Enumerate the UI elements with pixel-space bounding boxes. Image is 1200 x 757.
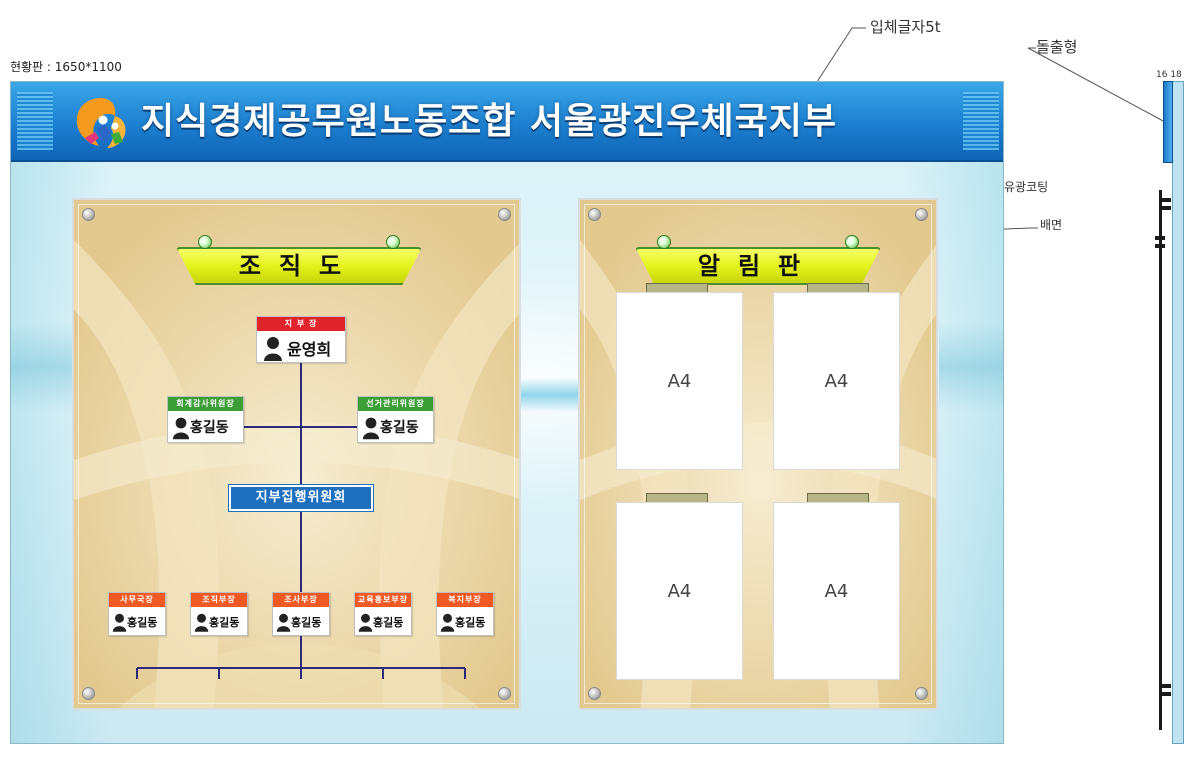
- a4-sheet: A4: [773, 292, 900, 470]
- card-name: 홍길동: [291, 616, 322, 629]
- header-bar: 지식경제공무원노동조합 서울광진우체국지부: [11, 82, 1003, 162]
- title-ball-icon: [845, 235, 859, 249]
- org-card-department: 조사부장 홍길동: [272, 592, 330, 636]
- person-silhouette-icon: [440, 613, 455, 632]
- side-profile-clamp: [1161, 198, 1171, 202]
- a4-sheet: A4: [616, 292, 743, 470]
- side-profile-clamp: [1161, 684, 1171, 688]
- card-role: 회계감사위원장: [168, 397, 243, 411]
- org-card-deputy: 선거관리위원장 홍길동: [357, 396, 434, 443]
- uv-coating-annotation: 유광코팅: [1004, 180, 1049, 194]
- side-profile-rod: [1159, 190, 1162, 730]
- card-name: 홍길동: [190, 420, 229, 436]
- card-name: 홍길동: [455, 616, 486, 629]
- letter-spec-annotation: 입체글자5t: [870, 18, 941, 36]
- screw-icon: [588, 687, 601, 700]
- screw-icon: [82, 208, 95, 221]
- screw-icon: [498, 687, 511, 700]
- header-stripes-right: [963, 92, 999, 150]
- a4-sheet: A4: [773, 502, 900, 680]
- board-light-beam-center: [511, 378, 591, 412]
- person-silhouette-icon: [194, 613, 209, 632]
- person-silhouette-icon: [358, 613, 373, 632]
- org-card-deputy: 회계감사위원장 홍길동: [167, 396, 244, 443]
- org-card-head: 지 부 장 윤영희: [256, 316, 346, 363]
- org-card-department: 사무국장 홍길동: [108, 592, 166, 636]
- card-role: 조사부장: [273, 593, 329, 607]
- person-silhouette-icon: [112, 613, 127, 632]
- notice-title-plate: 알림판: [635, 222, 881, 285]
- protrusion-annotation: 돌출형: [1036, 38, 1078, 56]
- screw-icon: [915, 208, 928, 221]
- side-profile-clamp: [1155, 244, 1165, 248]
- screw-icon: [498, 208, 511, 221]
- side-profile-clamp: [1161, 206, 1171, 210]
- org-panel-title: 조직도: [176, 247, 422, 285]
- person-silhouette-icon: [172, 417, 190, 440]
- header-stripes-left: [17, 92, 53, 150]
- executive-committee-box: 지부집행위원회: [228, 484, 374, 512]
- a4-sheet: A4: [616, 502, 743, 680]
- screw-icon: [82, 687, 95, 700]
- title-ball-icon: [657, 235, 671, 249]
- notice-panel-title: 알림판: [635, 247, 881, 285]
- side-profile-board: [1172, 81, 1184, 744]
- board-light-beam-left: [11, 322, 73, 412]
- org-card-department: 조직부장 홍길동: [190, 592, 248, 636]
- org-title-plate: 조직도: [176, 222, 422, 285]
- side-profile-clamp: [1155, 236, 1165, 240]
- notice-panel-inner-border: [584, 204, 932, 704]
- card-role: 지 부 장: [257, 317, 345, 331]
- screw-icon: [588, 208, 601, 221]
- screw-icon: [915, 687, 928, 700]
- thickness-annotation: 16 18: [1156, 70, 1182, 80]
- person-silhouette-icon: [362, 417, 380, 440]
- card-name: 홍길동: [209, 616, 240, 629]
- card-role: 교육홍보부장: [355, 593, 411, 607]
- card-role: 사무국장: [109, 593, 165, 607]
- title-ball-icon: [198, 235, 212, 249]
- person-silhouette-icon: [276, 613, 291, 632]
- board-light-beam-right: [939, 322, 1003, 412]
- org-panel-inner-border: [78, 204, 515, 704]
- card-name: 홍길동: [127, 616, 158, 629]
- card-role: 조직부장: [191, 593, 247, 607]
- card-name: 홍길동: [373, 616, 404, 629]
- side-profile-header-protrusion: [1163, 81, 1173, 163]
- card-role: 선거관리위원장: [358, 397, 433, 411]
- back-annotation: 배면: [1040, 218, 1063, 232]
- board-size-label: 현황판 : 1650*1100: [10, 60, 122, 74]
- union-logo-icon: [76, 98, 126, 148]
- org-card-department: 복지부장 홍길동: [436, 592, 494, 636]
- card-name: 홍길동: [380, 420, 419, 436]
- person-silhouette-icon: [264, 337, 282, 361]
- title-ball-icon: [386, 235, 400, 249]
- org-card-department: 교육홍보부장 홍길동: [354, 592, 412, 636]
- card-role: 복지부장: [437, 593, 493, 607]
- side-profile-clamp: [1161, 692, 1171, 696]
- org-chart-panel: 조직도 지 부 장: [72, 198, 521, 710]
- main-board: 지식경제공무원노동조합 서울광진우체국지부 조직도: [10, 81, 1004, 744]
- notice-board-panel: 알림판 A4 A4 A4 A4: [578, 198, 938, 710]
- card-name: 윤영희: [287, 340, 332, 359]
- header-title: 지식경제공무원노동조합 서울광진우체국지부: [141, 101, 837, 142]
